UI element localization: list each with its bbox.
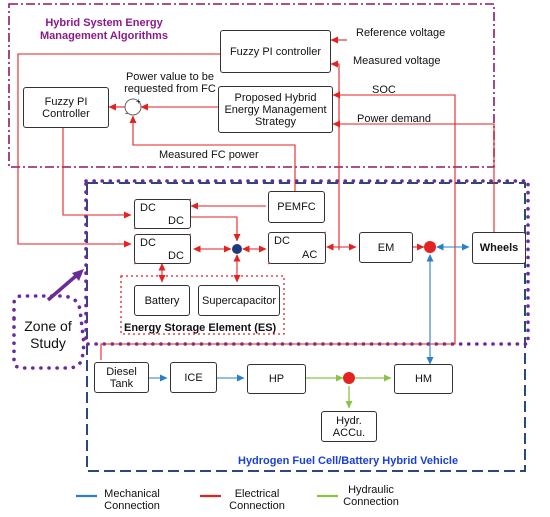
management-border [8,3,495,168]
summing-minus: - [125,108,128,118]
legend-mechanical-line1: Mechanical [104,488,160,500]
wire-measured-fc-power [129,115,296,191]
dcac-out: AC [302,249,318,261]
wire-dcdc1-junction [191,216,241,242]
zone-pointer-arrowhead [72,269,84,281]
supercapacitor-box: Supercapacitor [198,285,280,316]
legend-electrical-line1: Electrical [234,488,280,500]
zone-label-dots [12,294,86,370]
reference-voltage-label: Reference voltage [356,27,446,39]
strategy-line2: Energy Management [224,103,327,116]
vehicle-border [86,182,526,472]
es-label: Energy Storage Element (ES) [124,322,277,334]
legend-electrical: Electrical Connection [222,488,292,512]
summing-plus: + [136,97,141,106]
supercapacitor-label: Supercapacitor [202,294,276,307]
wheels-label: Wheels [479,242,519,254]
zone-line2: Study [30,335,66,351]
hp-box: HP [247,364,306,394]
hm-label: HM [414,373,433,385]
strategy-line1: Proposed Hybrid [234,91,317,104]
dcdc2-out: DC [168,250,184,262]
mechanical-junction [424,241,436,253]
dc-bus-junction [232,244,242,254]
management-title: Hybrid System Energy Management Algorith… [24,17,184,43]
legend-electrical-line2: Connection [229,500,285,512]
diesel-line2: Tank [109,377,134,390]
legend-mechanical-line2: Connection [104,500,160,512]
energy-management-strategy: Proposed Hybrid Energy Management Strate… [218,86,333,133]
soc-label: SOC [372,84,396,96]
zone-pointer-arrow [46,273,79,302]
wire-power-demand [332,120,495,232]
vehicle-label: Hydrogen Fuel Cell/Battery Hybrid Vehicl… [238,455,459,467]
power-value-line2: requested from FC [124,83,216,95]
power-demand-label: Power demand [357,113,431,125]
ice-label: ICE [184,371,203,384]
wire-measured-voltage [330,60,340,250]
battery-box: Battery [134,285,190,316]
legend-hydraulic-line2: Connection [343,496,399,508]
pemfc-label: PEMFC [277,201,316,213]
dc-ac-inverter: DC AC [268,232,326,264]
wire-fuzzy-dcdc1 [62,128,132,219]
battery-label: Battery [144,294,180,307]
measured-voltage-label: Measured voltage [353,55,441,67]
em-box: EM [359,232,413,263]
zone-line1: Zone of [24,318,72,334]
diesel-line1: Diesel [106,365,137,378]
fuzzy-pi-controller-top: Fuzzy PI controller [220,30,331,73]
hydr-line1: Hydr. [336,414,362,427]
fuzzy-pi-controller-top-label: Fuzzy PI controller [229,45,322,58]
strategy-line3: Strategy [255,115,296,128]
dcdc1-in: DC [140,202,156,214]
hp-label: HP [268,373,285,385]
es-border [120,275,285,335]
management-title-line1: Hybrid System Energy [45,17,163,29]
ice-box: ICE [170,362,217,393]
hydr-accu-box: Hydr. ACCu. [321,411,377,442]
hm-box: HM [394,364,453,394]
fuzzy-pi-controller-left: Fuzzy PI Controller [23,87,109,128]
dcac-in: DC [274,235,290,247]
zone-of-study-label: Zone of Study [18,318,78,352]
dc-dc-converter-fc: DC DC [134,199,191,229]
dcdc1-out: DC [168,215,184,227]
hydr-line2: ACCu. [332,426,366,439]
power-value-line1: Power value to be [125,71,215,83]
dcdc2-in: DC [140,237,156,249]
measured-fc-power-label: Measured FC power [159,149,259,161]
wire-soc [100,91,456,360]
legend-mechanical: Mechanical Connection [97,488,167,512]
summing-node [124,98,142,116]
diesel-tank-box: Diesel Tank [94,362,149,393]
dc-dc-converter-es: DC DC [134,234,191,264]
wire-fuzzy-dcdc2 [17,53,220,248]
wheels-box: Wheels [472,232,526,264]
hydraulic-junction [343,372,355,384]
power-value-label: Power value to be requested from FC [115,71,225,95]
em-label: EM [377,241,395,254]
pemfc-box: PEMFC [268,191,325,223]
legend-hydraulic: Hydraulic Connection [338,484,404,508]
fuzzy-pi-left-line1: Fuzzy PI [44,95,88,108]
fuzzy-pi-left-line2: Controller [42,107,90,120]
legend-hydraulic-line1: Hydraulic [348,484,394,496]
management-title-line2: Management Algorithms [40,30,168,42]
